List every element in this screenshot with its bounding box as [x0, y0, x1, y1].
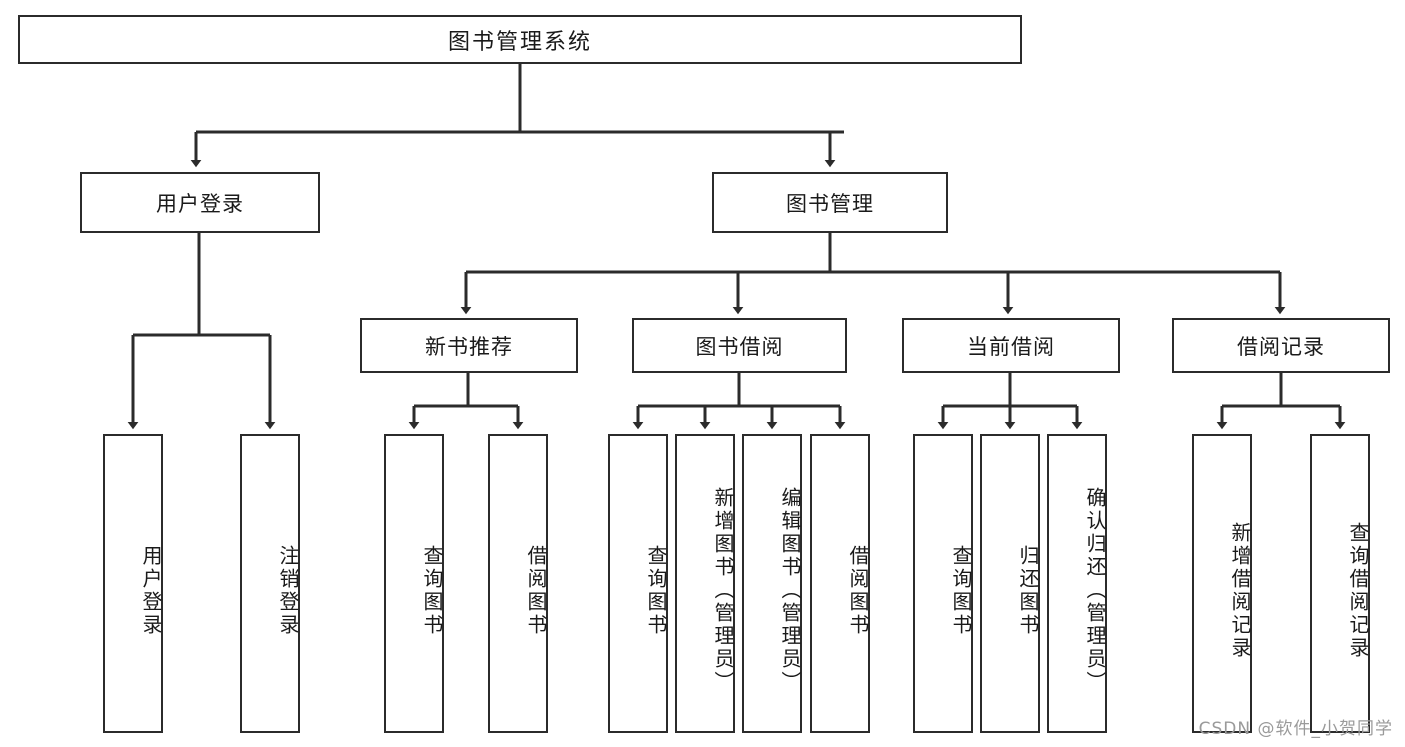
leaf-label: 归还图书: [1016, 544, 1040, 637]
node-user-login-label: 用户登录: [156, 191, 244, 216]
node-book-management[interactable]: 图书管理: [712, 172, 948, 233]
leaf-borrow-edit-book-admin[interactable]: 编辑图书（管理员）: [742, 434, 802, 733]
leaf-user-login-login[interactable]: 用户登录: [103, 434, 163, 733]
leaf-current-return-book[interactable]: 归还图书: [980, 434, 1040, 733]
leaf-label: 确认归还（管理员）: [1083, 487, 1107, 694]
leaf-new-book-query[interactable]: 查询图书: [384, 434, 444, 733]
leaf-label: 注销登录: [276, 544, 300, 637]
node-book-borrow[interactable]: 图书借阅: [632, 318, 847, 373]
leaf-user-login-logout[interactable]: 注销登录: [240, 434, 300, 733]
leaf-label: 借阅图书: [524, 544, 548, 637]
leaf-label: 查询图书: [949, 544, 973, 637]
leaf-record-add[interactable]: 新增借阅记录: [1192, 434, 1252, 733]
leaf-current-confirm-return-admin[interactable]: 确认归还（管理员）: [1047, 434, 1107, 733]
leaf-label: 新增借阅记录: [1228, 521, 1252, 660]
leaf-borrow-query-book[interactable]: 查询图书: [608, 434, 668, 733]
leaf-label: 借阅图书: [846, 544, 870, 637]
leaf-borrow-borrow-book[interactable]: 借阅图书: [810, 434, 870, 733]
node-new-book-recommend[interactable]: 新书推荐: [360, 318, 578, 373]
node-root-label: 图书管理系统: [447, 29, 592, 55]
leaf-label: 编辑图书（管理员）: [778, 487, 802, 694]
leaf-label: 用户登录: [139, 544, 163, 637]
leaf-label: 查询图书: [420, 544, 444, 637]
leaf-current-query-book[interactable]: 查询图书: [913, 434, 973, 733]
node-new-book-recommend-label: 新书推荐: [425, 334, 513, 359]
node-current-borrow[interactable]: 当前借阅: [902, 318, 1120, 373]
node-borrow-record[interactable]: 借阅记录: [1172, 318, 1390, 373]
leaf-label: 查询借阅记录: [1346, 521, 1370, 660]
node-borrow-record-label: 借阅记录: [1237, 334, 1325, 359]
node-book-borrow-label: 图书借阅: [695, 334, 784, 359]
leaf-label: 查询图书: [644, 544, 668, 637]
csdn-watermark: CSDN @软件_小贺同学: [1198, 719, 1393, 739]
leaf-label: 新增图书（管理员）: [711, 487, 735, 694]
node-root[interactable]: 图书管理系统: [18, 15, 1022, 64]
node-user-login[interactable]: 用户登录: [80, 172, 320, 233]
leaf-new-book-borrow[interactable]: 借阅图书: [488, 434, 548, 733]
leaf-record-query[interactable]: 查询借阅记录: [1310, 434, 1370, 733]
node-current-borrow-label: 当前借阅: [967, 334, 1055, 359]
leaf-borrow-add-book-admin[interactable]: 新增图书（管理员）: [675, 434, 735, 733]
node-book-management-label: 图书管理: [786, 191, 874, 216]
